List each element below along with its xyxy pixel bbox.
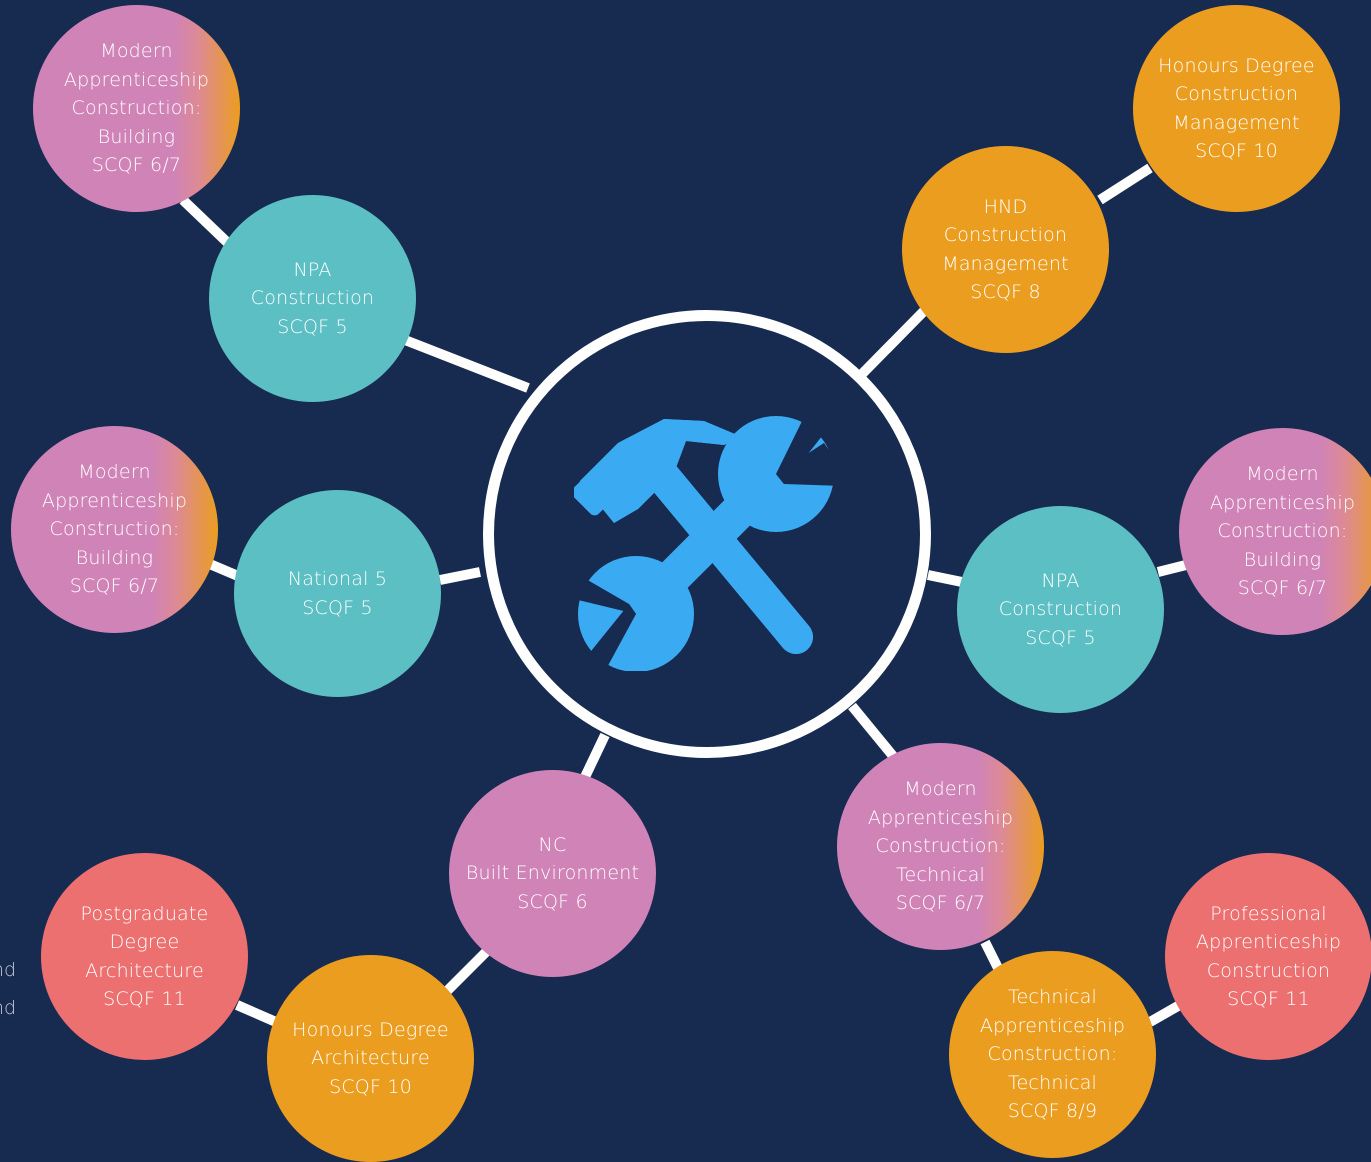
clipped-text-fragment: nd: [0, 959, 17, 981]
connector-line: [848, 702, 897, 760]
connector-line: [179, 196, 234, 249]
connector-line: [439, 567, 481, 585]
connector-line: [580, 732, 610, 780]
node-technical-apprenticeship: Technical Apprenticeship Construction: T…: [949, 951, 1156, 1158]
connector-line: [403, 335, 530, 393]
node-modern-apprenticeship-building-mid-left: Modern Apprenticeship Construction: Buil…: [11, 426, 218, 633]
connector-line: [926, 570, 964, 587]
node-postgraduate-degree-architecture: Postgraduate Degree Architecture SCQF 11: [41, 853, 248, 1060]
connector-line: [1147, 1001, 1181, 1027]
connector-line: [441, 948, 490, 997]
connector-line: [1156, 560, 1188, 577]
node-honours-degree-architecture: Honours Degree Architecture SCQF 10: [267, 955, 474, 1162]
node-modern-apprenticeship-technical: Modern Apprenticeship Construction: Tech…: [837, 743, 1044, 950]
hammer-and-wrench-icon: [574, 413, 840, 671]
node-npa-construction-right: NPA Construction SCQF 5: [957, 506, 1164, 713]
connector-line: [1097, 163, 1153, 205]
node-npa-construction-left: NPA Construction SCQF 5: [209, 195, 416, 402]
node-hnd-construction-management: HND Construction Management SCQF 8: [902, 146, 1109, 353]
node-nc-built-environment: NC Built Environment SCQF 6: [449, 770, 656, 977]
node-professional-apprenticeship: Professional Apprenticeship Construction…: [1165, 853, 1371, 1060]
node-modern-apprenticeship-building-top-left: Modern Apprenticeship Construction: Buil…: [33, 5, 240, 212]
connector-line: [235, 1000, 278, 1027]
connector-line: [980, 939, 1003, 971]
connector-line: [858, 306, 929, 378]
node-national-5: National 5 SCQF 5: [234, 490, 441, 697]
central-hub: [483, 310, 931, 758]
node-modern-apprenticeship-building-right: Modern Apprenticeship Construction: Buil…: [1179, 428, 1371, 635]
node-honours-degree-construction-management: Honours Degree Construction Management S…: [1133, 5, 1340, 212]
clipped-text-fragment: nd: [0, 997, 17, 1019]
